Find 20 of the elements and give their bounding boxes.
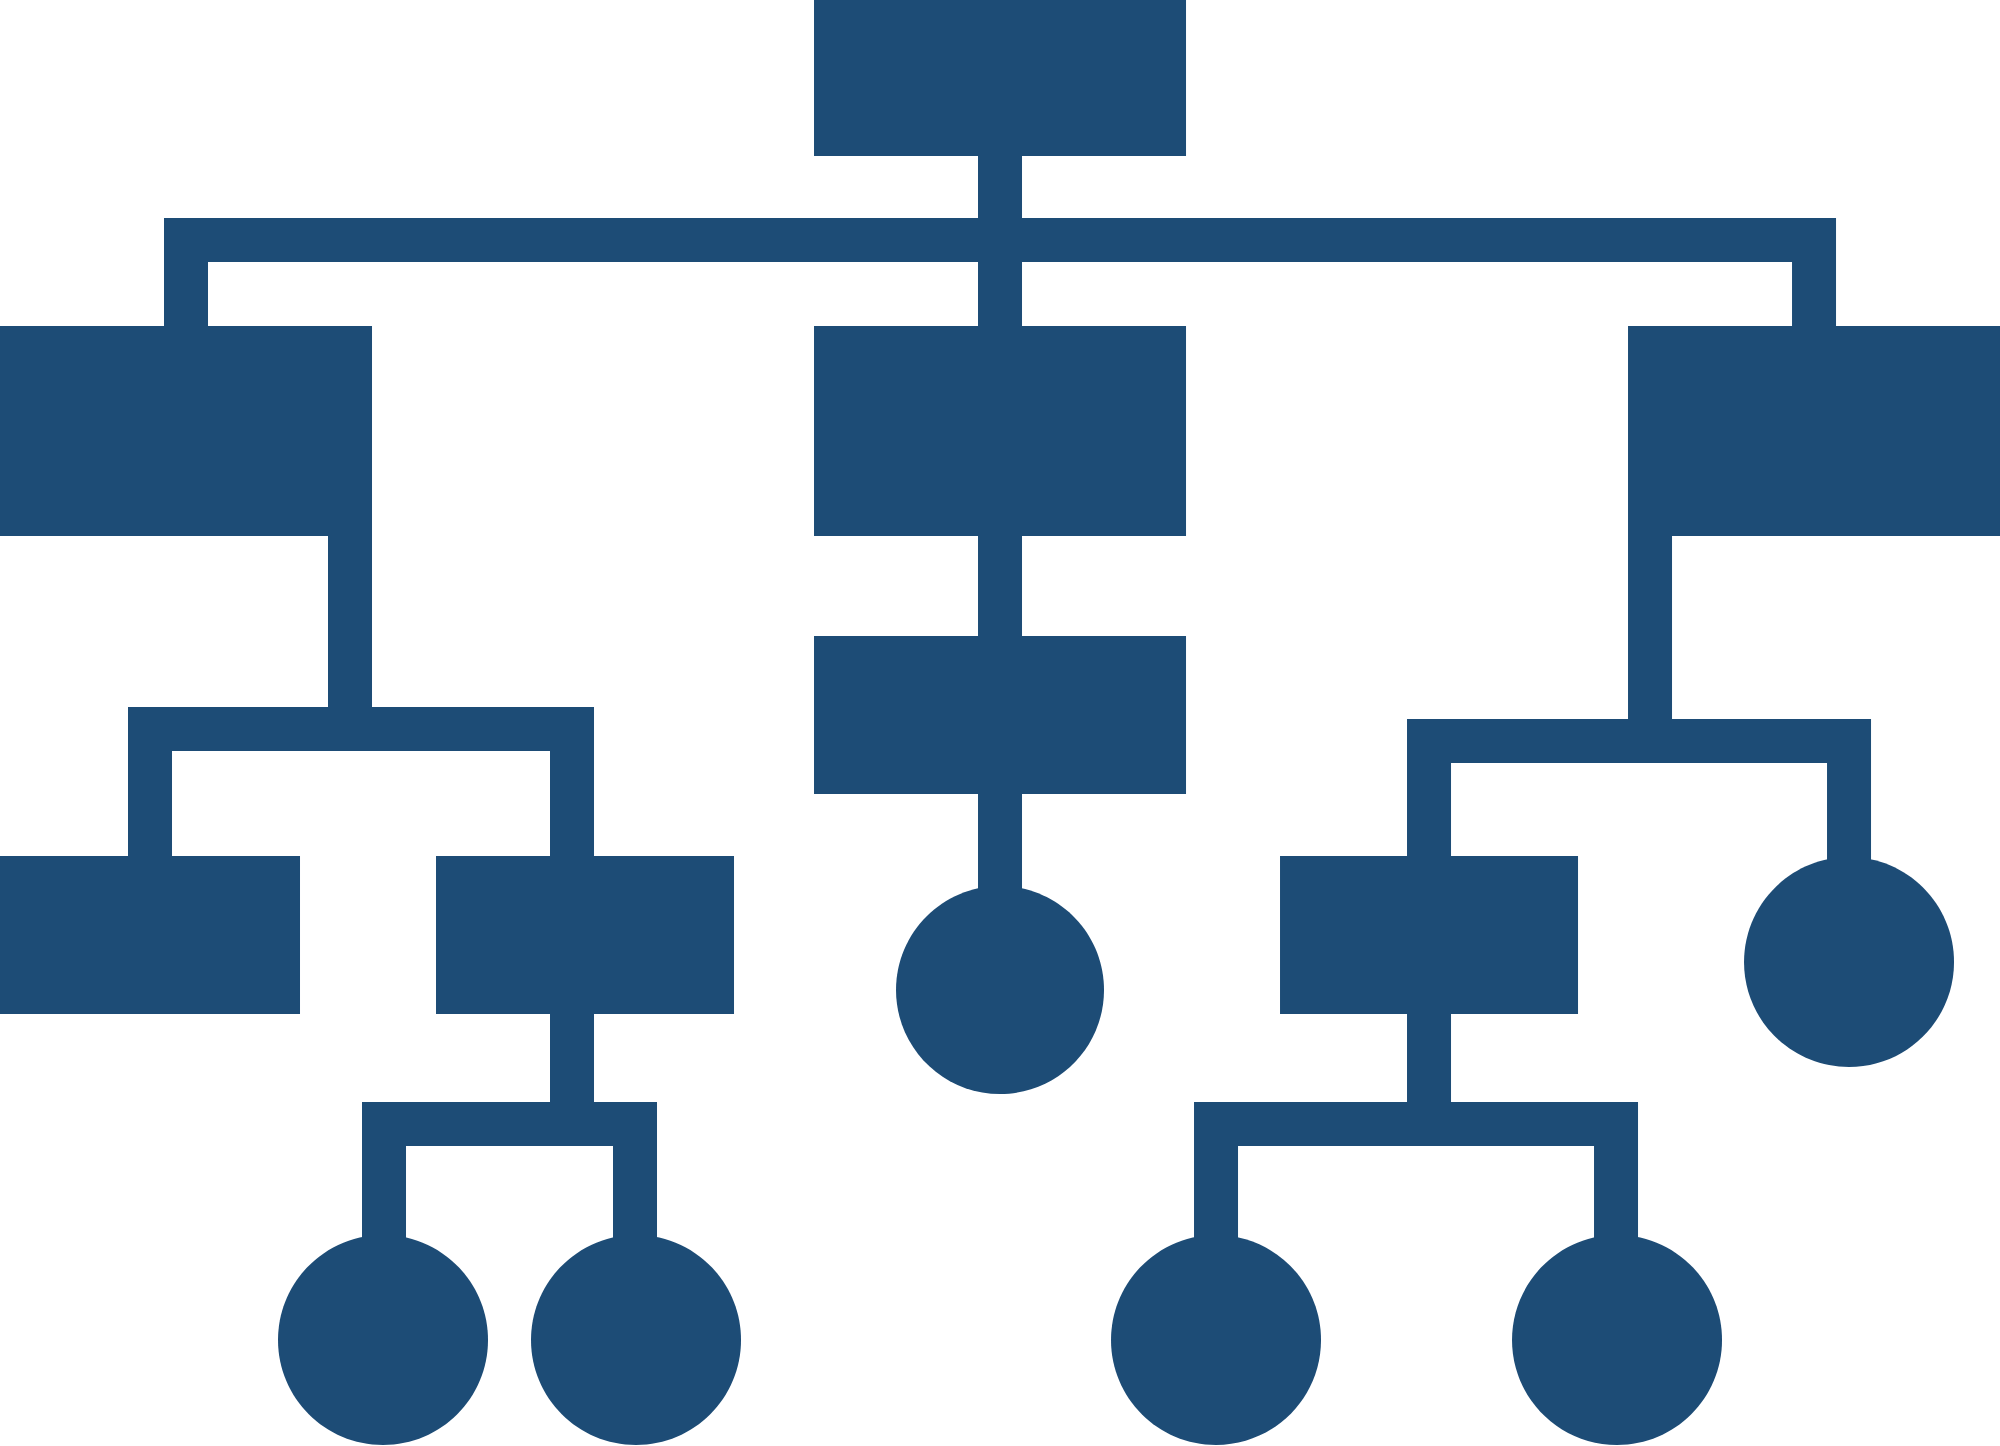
circle-node	[1512, 1235, 1722, 1445]
connector-line	[1194, 1014, 1638, 1238]
box-node	[814, 326, 1186, 536]
connector-line	[128, 536, 594, 856]
box-node	[814, 0, 1186, 156]
circle-node	[1111, 1235, 1321, 1445]
connector-line	[978, 536, 1022, 636]
box-node	[814, 636, 1186, 794]
connector-line	[978, 794, 1022, 889]
circle-node	[896, 886, 1104, 1094]
connector-line	[1407, 536, 1872, 860]
circle-node	[1744, 857, 1955, 1067]
box-node	[1280, 856, 1578, 1014]
circle-node	[278, 1235, 488, 1445]
box-node	[0, 326, 372, 536]
box-node	[0, 856, 300, 1014]
circle-node	[531, 1235, 741, 1445]
box-node	[1628, 326, 2000, 536]
connector-line	[164, 156, 1837, 326]
box-node	[436, 856, 734, 1014]
